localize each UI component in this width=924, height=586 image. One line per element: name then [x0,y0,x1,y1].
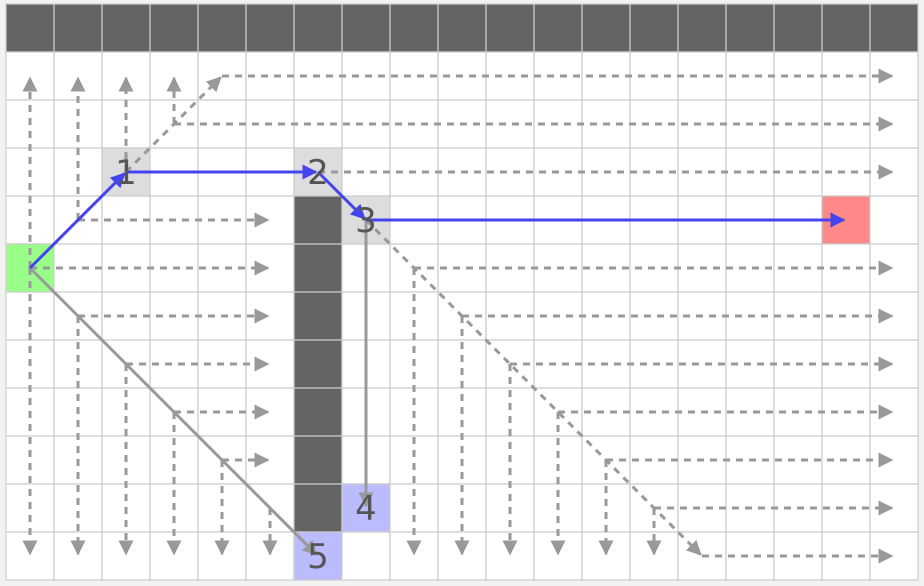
grid-cell [5,531,55,581]
wall-cell [533,3,583,53]
wall-cell [485,3,535,53]
node-label: 3 [355,201,377,241]
grid-cell [869,243,919,293]
wall-cell [293,435,343,485]
grid-cell [869,147,919,197]
wall-cell [5,3,55,53]
wall-cell [293,291,343,341]
node-labels: 1 23 45 [115,153,377,577]
grid-cell [245,339,295,389]
node-label: 2 [307,153,329,193]
grid-cell [53,51,103,101]
wall-cell [293,195,343,245]
wall-cell [821,3,871,53]
node-label: 1 [115,153,137,193]
wall-cell [293,387,343,437]
wall-cell [101,3,151,53]
search-edges [22,68,894,564]
wall-cell [725,3,775,53]
grid-cell [869,387,919,437]
grid-cell [389,531,439,581]
wall-cell [773,3,823,53]
wall-cell [629,3,679,53]
wall-cell [581,3,631,53]
wall-cell [437,3,487,53]
expansion-arrow-dashed [364,218,702,556]
node-label: 4 [355,489,377,529]
wall-cell [149,3,199,53]
grid-cells [5,3,919,581]
grid-cell [869,195,919,245]
wall-cell [389,3,439,53]
expansion-arrow [28,266,318,556]
wall-cell [293,243,343,293]
grid-cell [533,531,583,581]
grid-cell [437,243,487,293]
expansion-arrow-dashed [124,76,222,174]
wall-cell [341,3,391,53]
wall-cell [293,483,343,533]
wall-cell [293,339,343,389]
node-label: 5 [307,537,329,577]
wall-cell [293,3,343,53]
wall-cell [245,3,295,53]
wall-cell [677,3,727,53]
wall-cell [197,3,247,53]
grid-cell [869,435,919,485]
grid-cell [149,531,199,581]
path-arrow [28,172,126,270]
grid-cell [341,531,391,581]
grid-cell [869,291,919,341]
path-arrow [316,170,366,220]
wall-cell [53,3,103,53]
wall-cell [869,3,919,53]
